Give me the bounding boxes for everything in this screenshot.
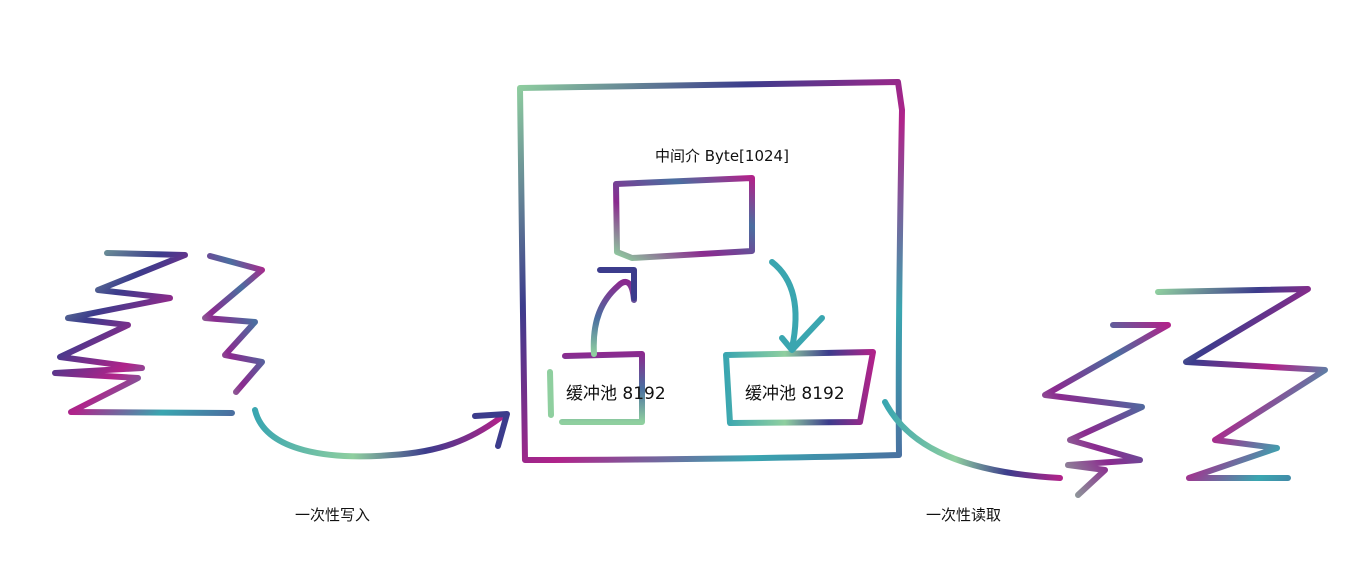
container-box [517, 79, 905, 463]
buffer-left-box [547, 351, 645, 425]
write-arrow [252, 407, 510, 460]
buffer-left-label: 缓冲池 8192 [566, 384, 666, 404]
left-wave-outer [52, 250, 235, 416]
write-arrow-head [472, 411, 510, 449]
read-arrow [882, 399, 1063, 481]
arrow-medium-to-buffer [769, 259, 825, 353]
right-wave-outer [1155, 286, 1328, 481]
right-dest-waves [1042, 286, 1328, 498]
buffer-right-label: 缓冲池 8192 [745, 384, 845, 404]
write-arrow-curve [252, 407, 503, 460]
buffer-right-box [723, 349, 876, 426]
arrow-buffer-to-medium [590, 267, 637, 357]
write-once-label: 一次性写入 [295, 506, 371, 524]
left-source-waves [52, 250, 265, 416]
left-wave-inner [202, 253, 265, 395]
medium-label: 中间介 Byte[1024] [655, 147, 789, 165]
medium-box [613, 175, 755, 261]
right-wave-inner [1042, 322, 1171, 498]
read-once-label: 一次性读取 [926, 506, 1002, 524]
